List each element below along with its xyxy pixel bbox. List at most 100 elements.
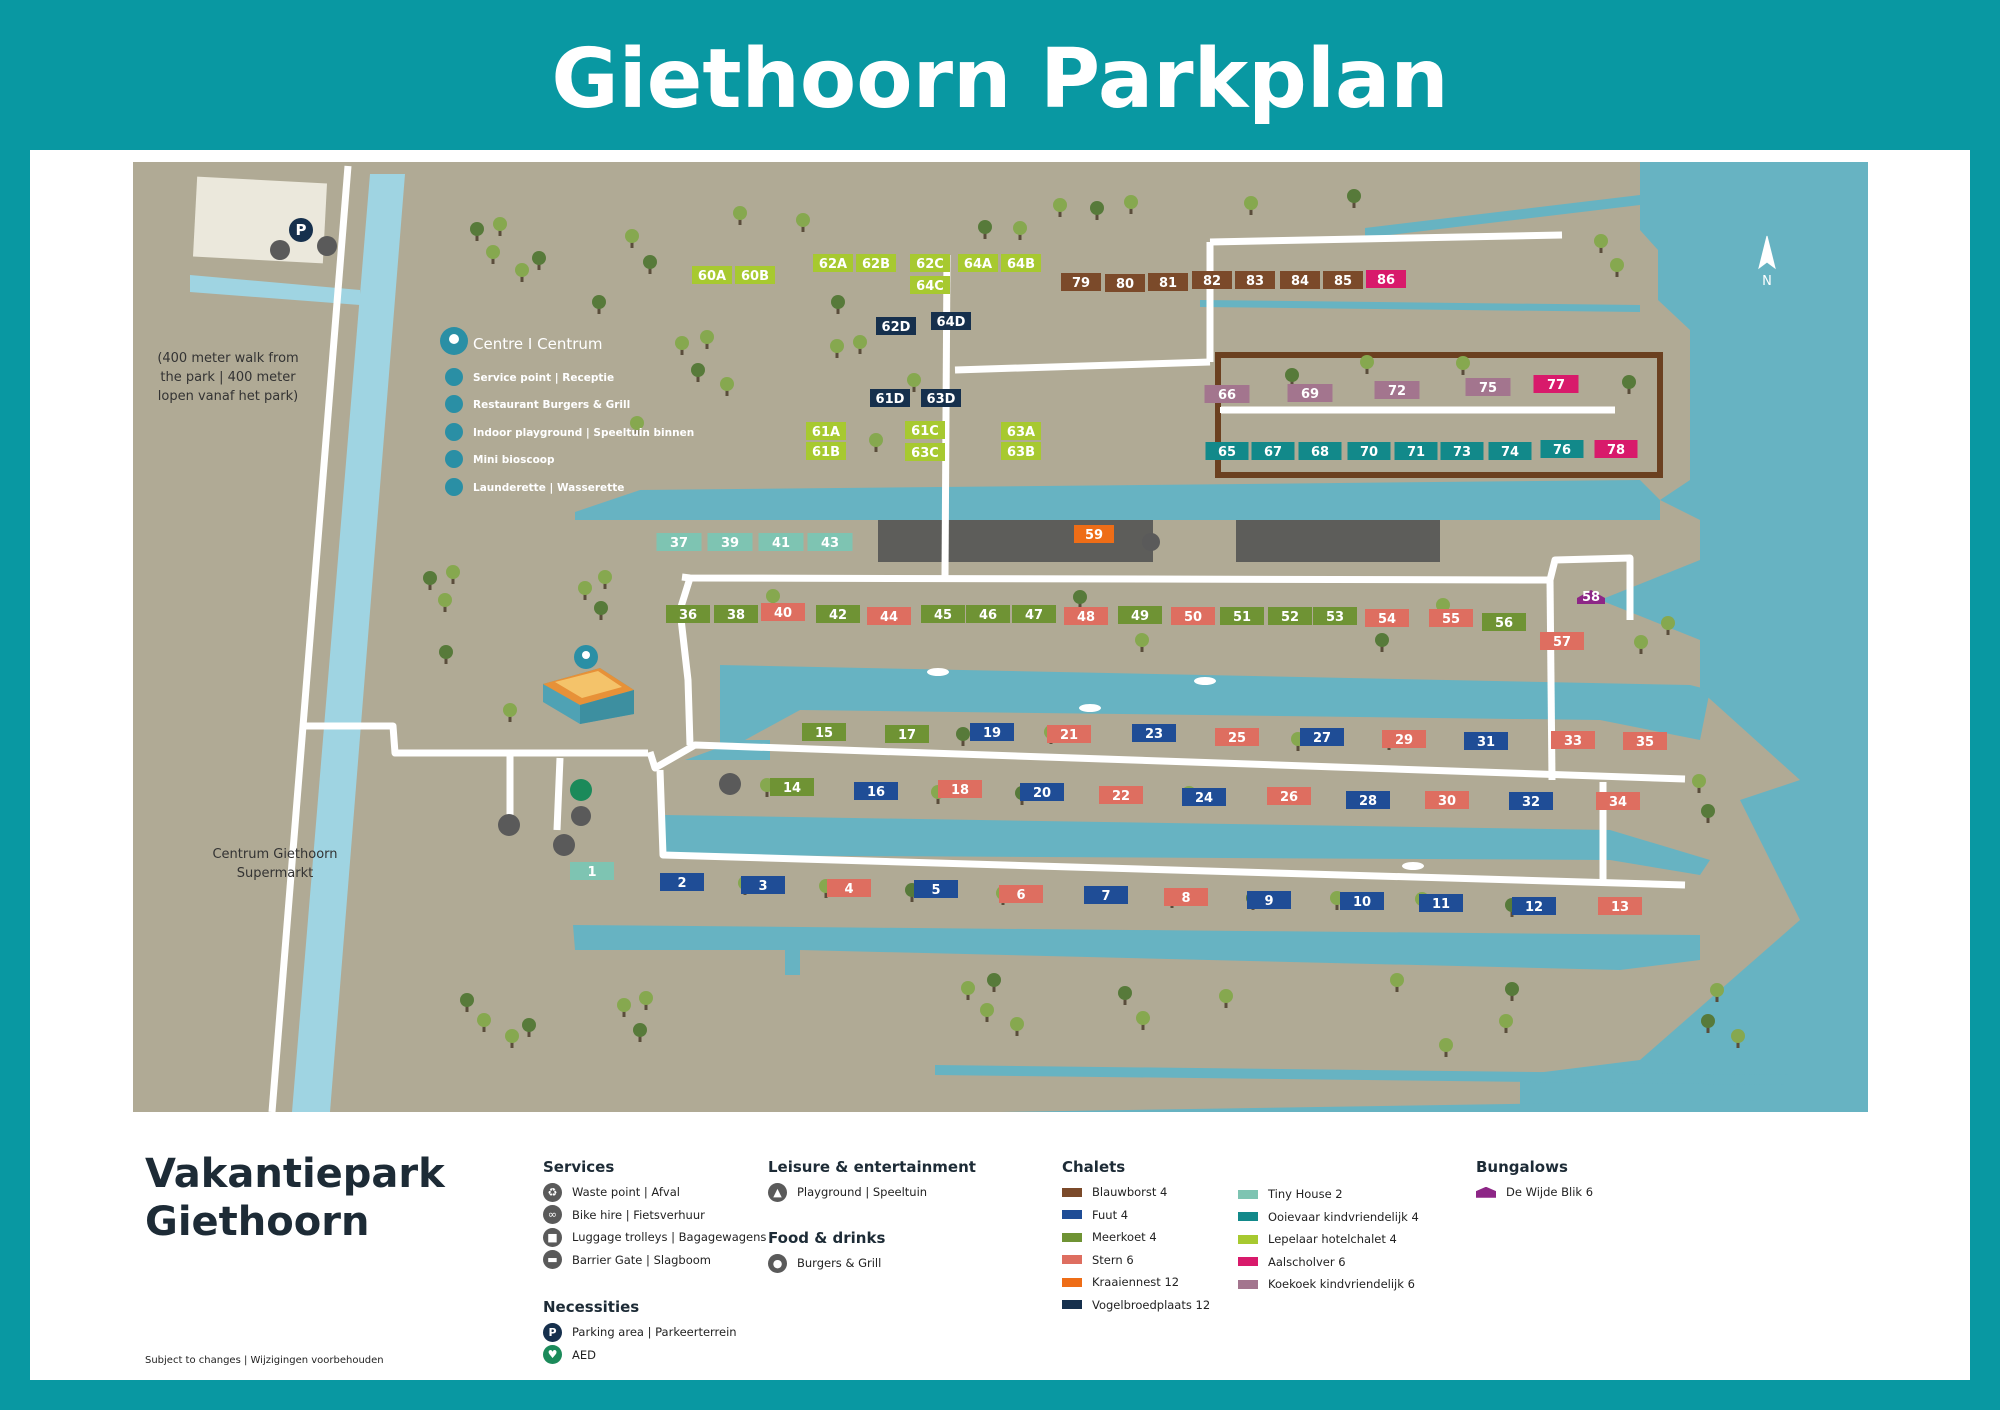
chalet-unit-21[interactable]: 21 <box>1047 725 1091 743</box>
chalet-unit-76[interactable]: 76 <box>1540 440 1584 458</box>
chalet-unit-53[interactable]: 53 <box>1313 607 1357 625</box>
chalet-unit-61a[interactable]: 61A <box>806 422 846 440</box>
chalet-unit-39[interactable]: 39 <box>707 533 753 551</box>
chalet-unit-41[interactable]: 41 <box>758 533 804 551</box>
chalet-unit-66[interactable]: 66 <box>1204 385 1250 403</box>
chalet-unit-51[interactable]: 51 <box>1220 607 1264 625</box>
chalet-unit-82[interactable]: 82 <box>1192 271 1232 289</box>
chalet-unit-31[interactable]: 31 <box>1464 732 1508 750</box>
chalet-unit-11[interactable]: 11 <box>1419 894 1463 912</box>
chalet-unit-81[interactable]: 81 <box>1148 273 1188 291</box>
chalet-unit-70[interactable]: 70 <box>1347 442 1391 460</box>
chalet-unit-75[interactable]: 75 <box>1465 378 1511 396</box>
chalet-unit-23[interactable]: 23 <box>1132 724 1176 742</box>
chalet-unit-13[interactable]: 13 <box>1598 897 1642 915</box>
chalet-unit-80[interactable]: 80 <box>1105 274 1145 292</box>
chalet-unit-43[interactable]: 43 <box>807 533 853 551</box>
chalet-unit-25[interactable]: 25 <box>1215 728 1259 746</box>
chalet-unit-48[interactable]: 48 <box>1064 607 1108 625</box>
chalet-unit-27[interactable]: 27 <box>1300 728 1344 746</box>
chalet-unit-42[interactable]: 42 <box>816 605 860 623</box>
chalet-unit-61b[interactable]: 61B <box>806 442 846 460</box>
chalet-unit-37[interactable]: 37 <box>656 533 702 551</box>
chalet-unit-22[interactable]: 22 <box>1099 786 1143 804</box>
chalet-unit-54[interactable]: 54 <box>1365 609 1409 627</box>
chalet-unit-59[interactable]: 59 <box>1074 525 1114 543</box>
svg-text:50: 50 <box>1184 610 1202 625</box>
chalet-unit-19[interactable]: 19 <box>970 723 1014 741</box>
chalet-unit-62a[interactable]: 62A <box>813 254 853 272</box>
chalet-unit-79[interactable]: 79 <box>1061 273 1101 291</box>
chalet-unit-12[interactable]: 12 <box>1512 897 1556 915</box>
chalet-unit-84[interactable]: 84 <box>1280 271 1320 289</box>
chalet-unit-65[interactable]: 65 <box>1205 442 1249 460</box>
chalet-unit-9[interactable]: 9 <box>1247 891 1291 909</box>
chalet-unit-62d[interactable]: 62D <box>876 317 916 335</box>
chalet-unit-10[interactable]: 10 <box>1340 892 1384 910</box>
chalet-unit-2[interactable]: 2 <box>660 873 704 891</box>
chalet-unit-5[interactable]: 5 <box>914 880 958 898</box>
chalet-unit-17[interactable]: 17 <box>885 725 929 743</box>
chalet-unit-15[interactable]: 15 <box>802 723 846 741</box>
chalet-unit-77[interactable]: 77 <box>1533 375 1579 393</box>
chalet-unit-62c[interactable]: 62C <box>910 254 950 272</box>
chalet-unit-68[interactable]: 68 <box>1298 442 1342 460</box>
chalet-unit-40[interactable]: 40 <box>761 603 805 621</box>
chalet-unit-1[interactable]: 1 <box>570 862 614 880</box>
chalet-unit-63d[interactable]: 63D <box>921 389 961 407</box>
chalet-unit-34[interactable]: 34 <box>1596 792 1640 810</box>
chalet-unit-69[interactable]: 69 <box>1287 384 1333 402</box>
chalet-unit-72[interactable]: 72 <box>1374 381 1420 399</box>
chalet-unit-16[interactable]: 16 <box>854 782 898 800</box>
chalet-unit-73[interactable]: 73 <box>1440 442 1484 460</box>
chalet-unit-57[interactable]: 57 <box>1540 632 1584 650</box>
chalet-unit-52[interactable]: 52 <box>1268 607 1312 625</box>
chalet-unit-3[interactable]: 3 <box>741 876 785 894</box>
chalet-unit-63c[interactable]: 63C <box>905 443 945 461</box>
chalet-unit-85[interactable]: 85 <box>1323 271 1363 289</box>
chalet-unit-71[interactable]: 71 <box>1394 442 1438 460</box>
chalet-unit-64b[interactable]: 64B <box>1001 254 1041 272</box>
chalet-unit-4[interactable]: 4 <box>827 879 871 897</box>
chalet-unit-24[interactable]: 24 <box>1182 788 1226 806</box>
chalet-unit-32[interactable]: 32 <box>1509 792 1553 810</box>
chalet-unit-47[interactable]: 47 <box>1012 605 1056 623</box>
chalet-unit-63a[interactable]: 63A <box>1001 422 1041 440</box>
chalet-unit-29[interactable]: 29 <box>1382 730 1426 748</box>
chalet-unit-49[interactable]: 49 <box>1118 606 1162 624</box>
chalet-unit-33[interactable]: 33 <box>1551 731 1595 749</box>
chalet-unit-46[interactable]: 46 <box>966 605 1010 623</box>
chalet-unit-64d[interactable]: 64D <box>931 312 971 330</box>
chalet-unit-56[interactable]: 56 <box>1482 613 1526 631</box>
chalet-unit-78[interactable]: 78 <box>1594 440 1638 458</box>
chalet-unit-86[interactable]: 86 <box>1366 270 1406 288</box>
chalet-unit-67[interactable]: 67 <box>1251 442 1295 460</box>
chalet-unit-74[interactable]: 74 <box>1488 442 1532 460</box>
chalet-unit-61d[interactable]: 61D <box>870 389 910 407</box>
chalet-unit-6[interactable]: 6 <box>999 885 1043 903</box>
chalet-unit-35[interactable]: 35 <box>1623 732 1667 750</box>
chalet-unit-83[interactable]: 83 <box>1235 271 1275 289</box>
chalet-unit-55[interactable]: 55 <box>1429 609 1473 627</box>
chalet-unit-20[interactable]: 20 <box>1020 783 1064 801</box>
chalet-unit-38[interactable]: 38 <box>714 605 758 623</box>
chalet-unit-36[interactable]: 36 <box>666 605 710 623</box>
chalet-unit-45[interactable]: 45 <box>921 605 965 623</box>
chalet-unit-60a[interactable]: 60A <box>692 266 732 284</box>
chalet-unit-18[interactable]: 18 <box>938 780 982 798</box>
chalet-unit-63b[interactable]: 63B <box>1001 442 1041 460</box>
chalet-unit-60b[interactable]: 60B <box>735 266 775 284</box>
chalet-unit-62b[interactable]: 62B <box>856 254 896 272</box>
chalet-unit-64c[interactable]: 64C <box>910 276 950 294</box>
chalet-unit-14[interactable]: 14 <box>770 778 814 796</box>
chalet-unit-30[interactable]: 30 <box>1425 791 1469 809</box>
chalet-unit-50[interactable]: 50 <box>1171 607 1215 625</box>
chalet-unit-44[interactable]: 44 <box>867 607 911 625</box>
chalet-unit-7[interactable]: 7 <box>1084 886 1128 904</box>
chalet-unit-28[interactable]: 28 <box>1346 791 1390 809</box>
chalet-unit-64a[interactable]: 64A <box>958 254 998 272</box>
chalet-unit-61c[interactable]: 61C <box>905 421 945 439</box>
chalet-unit-8[interactable]: 8 <box>1164 888 1208 906</box>
chalet-unit-26[interactable]: 26 <box>1267 787 1311 805</box>
